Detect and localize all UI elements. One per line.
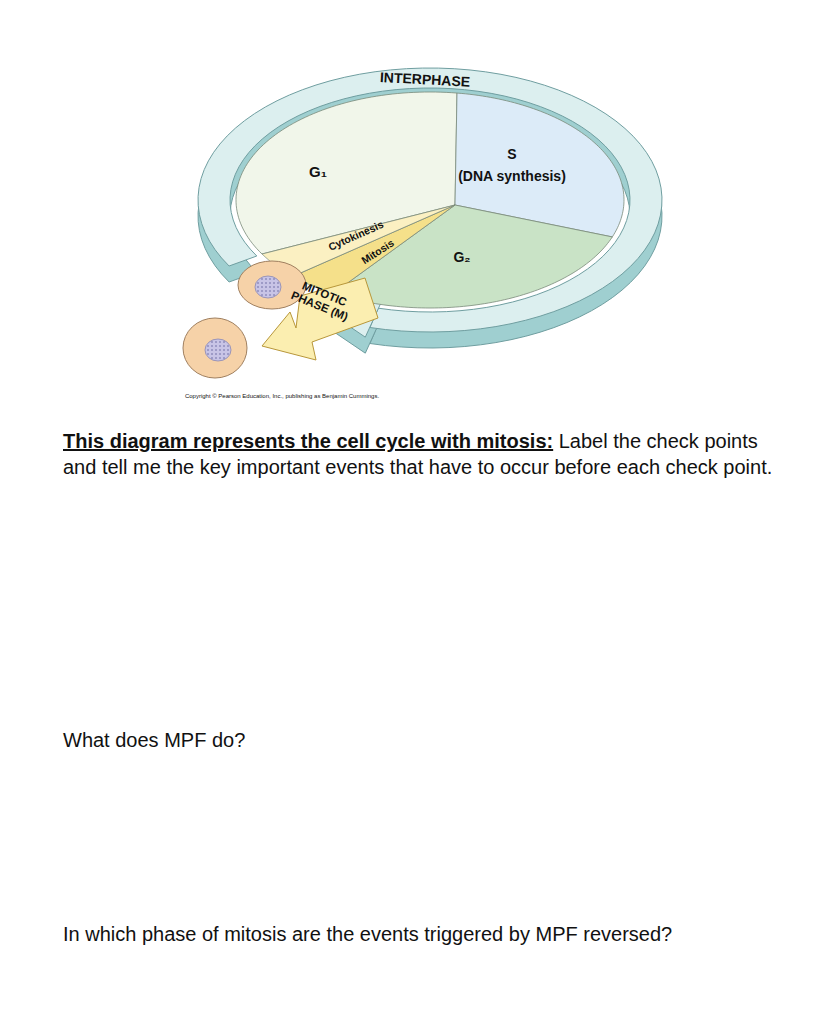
cell-figure [183,318,247,378]
instruction-paragraph: This diagram represents the cell cycle w… [63,428,775,480]
ring-band [198,68,662,332]
phase-name: G₂ [453,250,470,265]
copyright-note: Copyright © Pearson Education, Inc., pub… [185,393,379,400]
question-text: What does MPF do? [63,727,803,753]
interphase-ring [198,68,662,353]
cycle-pie [236,92,624,308]
instruction-heading: This diagram represents the cell cycle w… [63,430,553,452]
question-text: In which phase of mitosis are the events… [63,921,803,947]
phase-name: G₁ [309,164,327,181]
phase-name: S [507,147,516,162]
phase-description: (DNA synthesis) [458,169,566,184]
